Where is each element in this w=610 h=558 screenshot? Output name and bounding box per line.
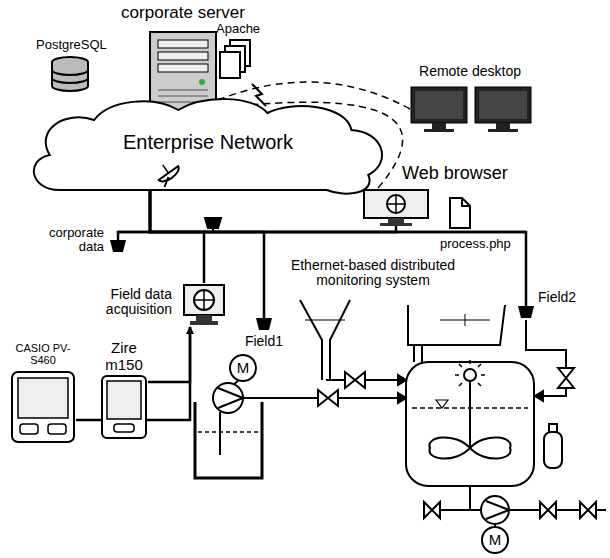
network-connector (118, 190, 150, 240)
node-label: Zire m150 (96, 340, 152, 373)
monitor-icon (410, 86, 532, 132)
reactor-tank (406, 362, 534, 486)
pda-node: CASIO PV-S460 (10, 370, 76, 444)
acquisition-node: Field data acquisition (182, 283, 226, 327)
server-software-label: Apache (216, 22, 286, 36)
network-connector (76, 327, 190, 420)
motor-label: M (230, 355, 256, 381)
node-label: Web browser (402, 164, 552, 184)
network-connector (150, 190, 204, 283)
valve-symbol (558, 368, 574, 388)
node-label: Remote desktop (390, 64, 550, 79)
valve-symbol (318, 390, 338, 406)
field-device-icon (110, 240, 126, 252)
node-label: corporate server (103, 4, 263, 23)
acquisition-unit-icon (182, 283, 226, 327)
browser-node: Web browser (362, 188, 430, 226)
database-icon (52, 57, 88, 91)
valve-symbol (424, 502, 440, 518)
node-label: Field data acquisition (50, 287, 172, 318)
pda-icon (10, 370, 76, 444)
field-device: corporate data (110, 240, 126, 252)
remote-desktop-node: Remote desktop (410, 86, 532, 132)
network-cloud: Enterprise Network (20, 95, 396, 200)
node-label: Field2 (538, 290, 588, 305)
motor-symbol (482, 527, 508, 553)
motor-symbol (230, 355, 256, 381)
valve-symbol (580, 502, 596, 518)
funnel (300, 300, 350, 380)
file-label: process.php (440, 237, 520, 251)
gas-cylinder (544, 432, 562, 468)
network-connector (150, 190, 396, 232)
pump-symbol (481, 496, 509, 524)
pda-node: Zire m150 (100, 374, 148, 440)
network-device (205, 218, 221, 228)
pump-symbol (213, 383, 243, 413)
node-label: Enterprise Network (20, 131, 396, 153)
field-device: Field2 (518, 306, 534, 318)
valve-symbol (540, 502, 556, 518)
impeller (429, 437, 510, 458)
browser-icon (362, 188, 430, 226)
node-label: corporate data (34, 226, 104, 255)
pages-icon (220, 40, 250, 78)
document-icon (450, 198, 470, 228)
field-device-icon (518, 306, 534, 318)
motor-label: M (482, 527, 508, 553)
system-label: Ethernet-based distributed monitoring sy… (266, 258, 480, 289)
field-device: Field1 (256, 318, 272, 330)
hopper (408, 305, 505, 362)
pda-icon (100, 374, 148, 440)
valve-symbol (345, 372, 365, 388)
node-label: Field1 (236, 334, 292, 349)
network-connector (148, 327, 190, 382)
database-label: PostgreSQL (36, 38, 146, 52)
node-label: CASIO PV-S460 (10, 342, 76, 366)
field-device-icon (256, 318, 272, 330)
